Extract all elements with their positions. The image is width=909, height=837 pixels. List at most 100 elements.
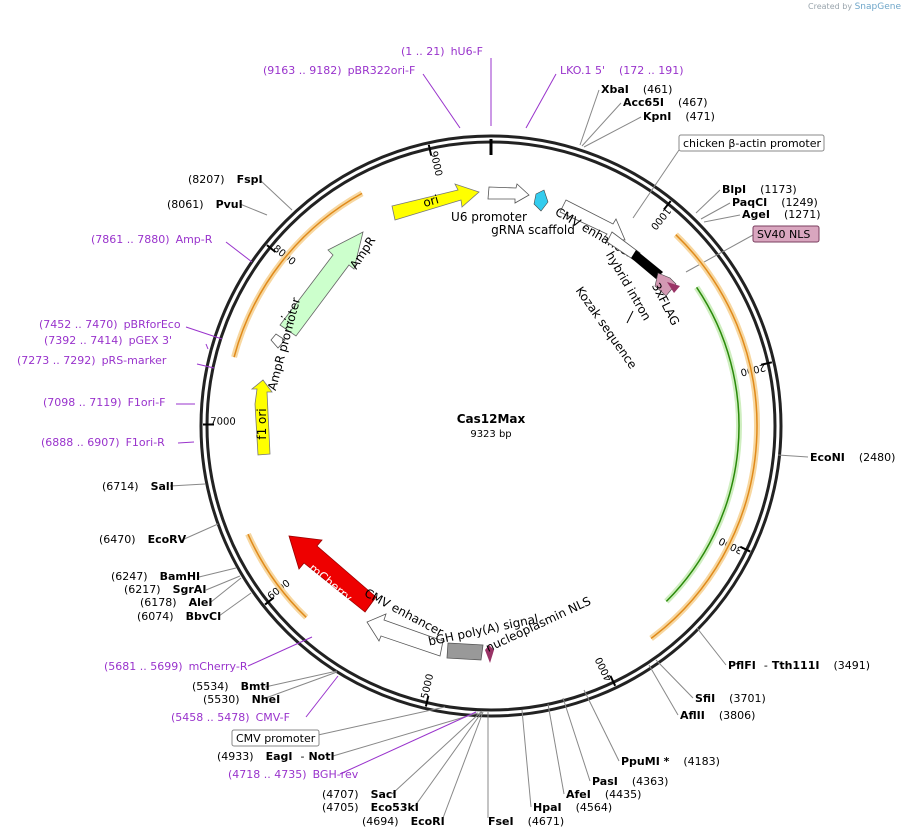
- grna-scaffold-feature[interactable]: [533, 189, 549, 212]
- leader-line: [169, 483, 206, 487]
- leader-line: [632, 149, 680, 219]
- nucleoplasmin-nls-feature[interactable]: [485, 645, 494, 663]
- tick-label: 4000: [594, 655, 615, 683]
- site-econi[interactable]: EcoNI(2480): [810, 451, 895, 464]
- site-pvui[interactable]: (8061)PvuI: [167, 198, 243, 211]
- site-hpai[interactable]: HpaI(4564): [533, 801, 612, 814]
- site-fsei[interactable]: FseI(4671): [488, 815, 564, 828]
- site-alei[interactable]: (6178)AleI: [140, 596, 212, 609]
- cmv-enhancer-2-feature[interactable]: [366, 613, 444, 657]
- leader-line: [305, 675, 339, 718]
- primer-pgex3[interactable]: (7392 .. 7414)pGEX 3': [44, 334, 172, 347]
- cmv-promoter-box[interactable]: [231, 729, 320, 747]
- site-bmti[interactable]: (5534)BmtI: [192, 680, 270, 693]
- site-afei[interactable]: AfeI(4435): [566, 788, 641, 801]
- 3xflag-feature[interactable]: [654, 272, 677, 297]
- site-agei[interactable]: AgeI(1271): [742, 208, 821, 221]
- site-eco53ki[interactable]: (4705)Eco53kI: [322, 801, 419, 814]
- site-aflii[interactable]: AflII(3806): [680, 709, 755, 722]
- leader-line: [332, 712, 479, 757]
- ampr-promoter-feature[interactable]: [270, 333, 286, 349]
- leader-line: [581, 102, 622, 147]
- chicken-actin-box[interactable]: [678, 134, 825, 152]
- primer-hu6-f[interactable]: (1 .. 21)hU6-F: [401, 45, 483, 58]
- site-acc65i[interactable]: Acc65I(467): [623, 96, 708, 109]
- site-nhei[interactable]: (5530)NheI: [203, 693, 280, 706]
- site-bamhi[interactable]: (6247)BamHI: [111, 570, 200, 583]
- tick-mark: [264, 596, 275, 606]
- leader-line: [264, 670, 338, 688]
- site-paqci[interactable]: PaqCI(1249): [732, 196, 818, 209]
- site-sgrai[interactable]: (6217)SgrAI: [124, 583, 206, 596]
- leader-line: [262, 671, 338, 700]
- bgh-polya-feature[interactable]: [446, 642, 484, 661]
- site-ecorv[interactable]: (6470)EcoRV: [99, 533, 187, 546]
- primer-pbrforeco[interactable]: (7452 .. 7470)pBRforEco: [39, 318, 181, 331]
- tick-label: 1000: [648, 205, 672, 232]
- leader-line: [442, 711, 484, 819]
- site-saci[interactable]: (4707)SacI: [322, 788, 397, 801]
- primer-amp-r[interactable]: (7861 .. 7880)Amp-R: [91, 233, 213, 246]
- primer-pbr322ori-f[interactable]: (9163 .. 9182)pBR322ori-F: [263, 64, 415, 77]
- u6-promoter-feature[interactable]: [487, 183, 530, 204]
- primer-f1ori-f[interactable]: (7098 .. 7119)F1ori-F: [43, 396, 166, 409]
- site-pflfi[interactable]: PflFI-Tth111I(3491): [728, 659, 870, 672]
- ampr-feature[interactable]: [279, 231, 364, 337]
- site-ecori[interactable]: (4694)EcoRI: [362, 815, 445, 828]
- sv40-nls-box[interactable]: [752, 225, 820, 243]
- leader-line: [700, 202, 731, 220]
- leader-line: [218, 592, 252, 617]
- orf-arc[interactable]: [233, 192, 363, 358]
- site-eagi-noti[interactable]: (4933)EagI-NotI: [217, 750, 335, 763]
- primer-lko15[interactable]: LKO.1 5'(172 .. 191): [560, 64, 684, 77]
- leader-line: [198, 567, 237, 578]
- tick-mark: [739, 545, 751, 553]
- credit-prefix: Created by: [808, 2, 853, 11]
- leader-line: [703, 214, 741, 223]
- mcherry-feature[interactable]: [288, 535, 377, 613]
- site-bbvci[interactable]: (6074)BbvCI: [137, 610, 221, 623]
- leader-line: [422, 73, 461, 129]
- orf-arc[interactable]: [665, 286, 740, 602]
- primer-f1ori-r[interactable]: (6888 .. 6907)F1ori-R: [41, 436, 165, 449]
- cas-start-segment: [631, 250, 663, 279]
- snapgene-credit: Created by SnapGene: [808, 2, 901, 12]
- leader-line: [583, 689, 620, 762]
- leader-line: [205, 343, 209, 350]
- tick-label: 9000: [427, 150, 443, 177]
- snapgene-logo: SnapGene: [854, 2, 901, 12]
- leader-line: [414, 711, 483, 807]
- site-sali[interactable]: (6714)SalI: [102, 480, 174, 493]
- site-xbai[interactable]: XbaI(461): [601, 83, 672, 96]
- primer-mcherry-r[interactable]: (5681 .. 5699)mCherry-R: [104, 660, 248, 673]
- primer-cmv-f[interactable]: (5458 .. 5478)CMV-F: [171, 711, 290, 724]
- leader-lines: [169, 58, 809, 819]
- leader-line: [696, 627, 727, 666]
- orf-arc[interactable]: [650, 234, 758, 640]
- site-ppumi[interactable]: PpuMI *(4183): [621, 755, 720, 768]
- cmv-promoter-label: CMV promoter: [236, 732, 316, 745]
- leader-line: [648, 664, 679, 716]
- leader-line: [547, 703, 565, 795]
- tick-mark: [266, 244, 277, 253]
- site-blpi[interactable]: BlpI(1173): [722, 183, 797, 196]
- leader-line: [185, 326, 223, 340]
- site-kpni[interactable]: KpnI(471): [643, 110, 715, 123]
- tick-mark: [760, 361, 773, 366]
- leader-line: [210, 577, 242, 603]
- tick-mark: [427, 144, 433, 156]
- leader-line: [247, 636, 313, 667]
- site-sfii[interactable]: SfiI(3701): [695, 692, 766, 705]
- tick-mark: [663, 200, 672, 211]
- primer-prs-marker[interactable]: (7273 .. 7292)pRS-marker: [17, 354, 167, 367]
- orf-arc[interactable]: [247, 533, 307, 618]
- nls-small-feature[interactable]: [667, 282, 680, 293]
- ori-feature[interactable]: [391, 183, 480, 221]
- f1-ori-feature[interactable]: [250, 379, 273, 456]
- site-fspi[interactable]: (8207)FspI: [188, 173, 263, 186]
- leader-line: [579, 89, 600, 146]
- grna-scaffold-label: gRNA scaffold: [491, 223, 575, 237]
- site-pasi[interactable]: PasI(4363): [592, 775, 668, 788]
- primer-bgh-rev[interactable]: (4718 .. 4735)BGH-rev: [228, 768, 359, 781]
